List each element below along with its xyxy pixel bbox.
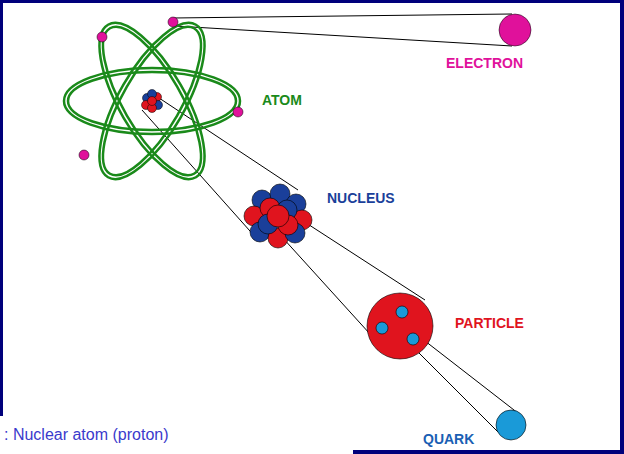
electron-orbits xyxy=(64,8,240,193)
caption-panel: : Nuclear atom (proton) xyxy=(0,416,353,454)
nucleus-label: NUCLEUS xyxy=(327,191,395,206)
electron-label: ELECTRON xyxy=(446,56,523,71)
particle-label: PARTICLE xyxy=(455,316,524,331)
quark-circle xyxy=(496,410,526,440)
small-nucleus xyxy=(142,90,163,113)
proton-particle xyxy=(367,293,433,359)
large-nucleus xyxy=(244,184,312,248)
caption-text: : Nuclear atom (proton) xyxy=(0,416,353,444)
quark-label: QUARK xyxy=(423,432,474,447)
atom-label: ATOM xyxy=(262,93,302,108)
canvas-ground xyxy=(3,3,620,450)
electrons xyxy=(79,14,531,160)
